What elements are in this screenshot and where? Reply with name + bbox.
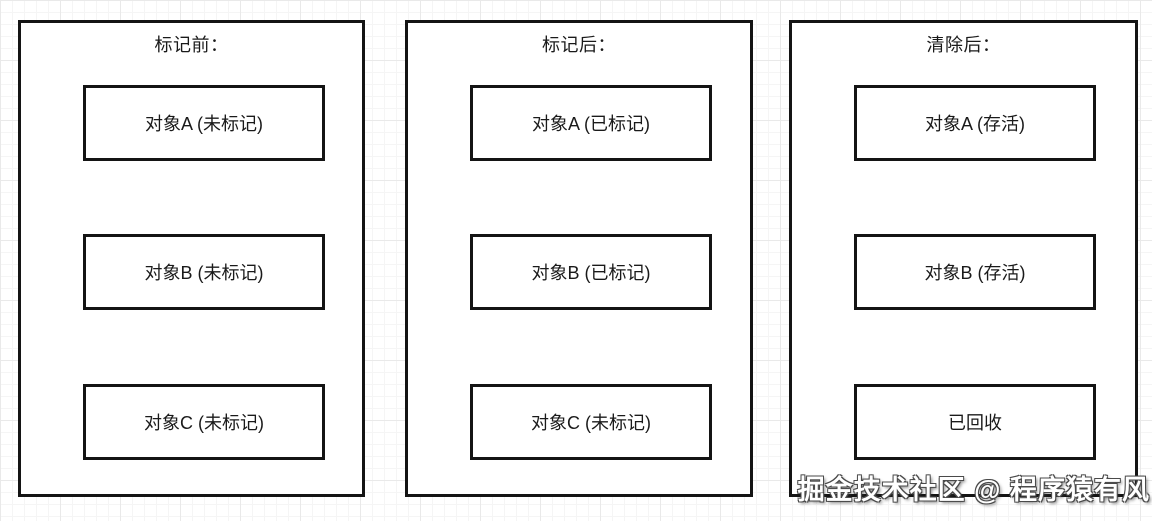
object-box-recycled: 已回收 xyxy=(854,384,1096,460)
object-box-c: 对象C (未标记) xyxy=(83,384,325,460)
panel-title: 标记前： xyxy=(154,35,229,55)
object-box-b: 对象B (存活) xyxy=(854,234,1096,310)
object-box-a: 对象A (存活) xyxy=(854,85,1096,161)
panel-title: 清除后： xyxy=(926,35,1001,55)
object-box-a: 对象A (已标记) xyxy=(470,85,712,161)
object-box-a: 对象A (未标记) xyxy=(83,85,325,161)
object-box-c: 对象C (未标记) xyxy=(470,384,712,460)
watermark: 掘金技术社区 @ 程序猿有风 xyxy=(797,475,1150,505)
panel-before-mark: 标记前： 对象A (未标记) 对象B (未标记) 对象C (未标记) xyxy=(18,20,365,497)
panel-after-mark: 标记后： 对象A (已标记) 对象B (已标记) 对象C (未标记) xyxy=(405,20,753,497)
panel-after-sweep: 清除后： 对象A (存活) 对象B (存活) 已回收 xyxy=(789,20,1138,497)
object-box-b: 对象B (已标记) xyxy=(470,234,712,310)
object-box-b: 对象B (未标记) xyxy=(83,234,325,310)
panel-title: 标记后： xyxy=(542,35,616,55)
